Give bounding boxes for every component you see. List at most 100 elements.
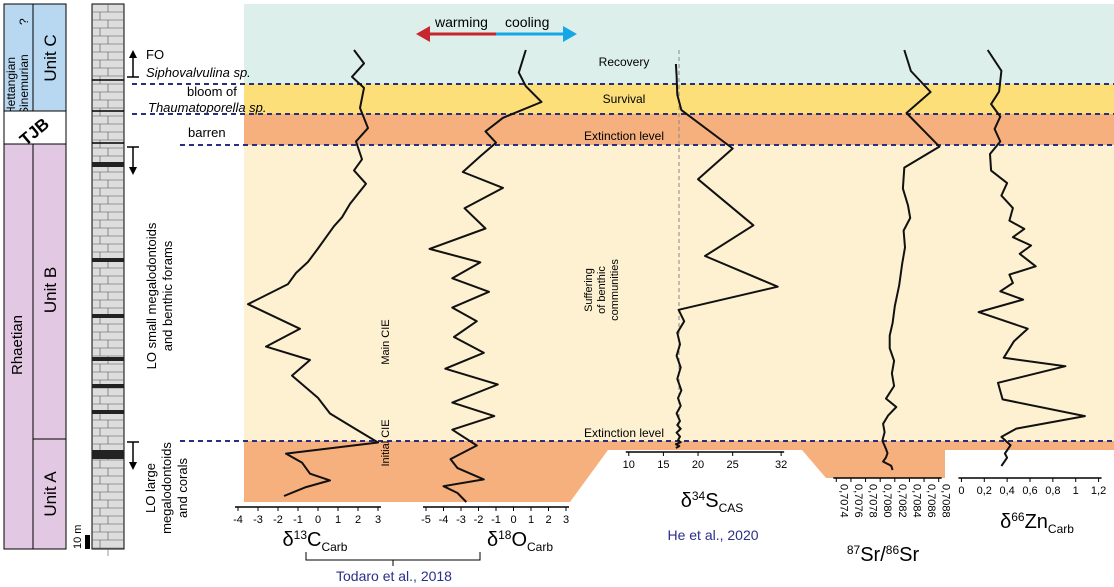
zn-title-sup: 66: [1011, 510, 1025, 524]
lithology-column: [91, 3, 125, 556]
d13c-axis-title: δ13CCarb: [283, 528, 348, 554]
lo-small-label: LO small megalodontoids: [144, 222, 159, 369]
suffering-label-3: communities: [609, 259, 621, 321]
zn-curve: [977, 49, 1086, 467]
sr-title-sup1: 87: [847, 543, 861, 557]
barren-label: barren: [188, 125, 226, 140]
d18o-tick-label: -5: [421, 514, 431, 526]
dark-bed: [92, 162, 124, 167]
fo-arrow-head: [129, 50, 137, 58]
d34s-tick-label: 32: [775, 459, 787, 471]
bloom-label: bloom of: [187, 84, 237, 99]
d13c-tick-label: -3: [253, 514, 263, 526]
unit-a-box: [32, 438, 67, 550]
unit-c-box: [32, 3, 67, 112]
event-annotations: FO Siphovalvulina sp. bloom of Thaumatop…: [127, 47, 267, 534]
unit-c-label: Unit C: [41, 34, 60, 81]
extinction-bottom-label: Extinction level: [584, 426, 664, 440]
warming-arrow-head: [416, 26, 430, 42]
zone-labels: Recovery Survival Extinction level Extin…: [380, 55, 664, 467]
dark-bed: [92, 384, 124, 388]
zn-tick-label: 0,2: [977, 485, 992, 497]
zn-tick-label: 1: [1073, 485, 1079, 497]
rhaetian-label: Rhaetian: [9, 315, 26, 375]
d18o-tick-label: -4: [439, 514, 449, 526]
d18o-tick-label: -1: [491, 514, 501, 526]
boundary-lines: [132, 83, 1114, 442]
d18o-tick-label: -3: [456, 514, 466, 526]
d18o-tick-label: 0: [510, 514, 516, 526]
sinemurian-label: Sinemurian: [17, 54, 31, 115]
d13c-curve: [247, 49, 379, 497]
zn-axis-title: δ66ZnCarb: [1000, 510, 1074, 536]
rhaetian-box: [3, 143, 34, 550]
lo-large-arrow-head: [129, 462, 137, 470]
suffering-zone: [244, 145, 1114, 441]
sr-axis-title: 87Sr/86Sr: [847, 543, 920, 566]
unit-b-box: [32, 143, 67, 440]
unit-a-label: Unit A: [41, 471, 60, 517]
d13c-tick-label: 0: [315, 514, 321, 526]
recovery-zone: [244, 4, 1114, 84]
sr-title-sup2: 86: [886, 543, 900, 557]
survival-label: Survival: [603, 92, 646, 106]
scale-label: 10 m: [72, 525, 84, 549]
warming-label: warming: [434, 14, 488, 30]
stage-uncertain-label: ?: [17, 18, 31, 25]
d13c-tick-label: 2: [355, 514, 361, 526]
bloom-species-label: Thaumatoporella sp.: [148, 100, 267, 115]
lo-large-label-3: and corals: [175, 458, 190, 518]
zn-tick-label: 0,6: [1022, 485, 1037, 497]
extinction-top-label: Extinction level: [584, 129, 664, 143]
sr-curve: [881, 49, 941, 471]
zn-title-el: Zn: [1025, 511, 1048, 533]
d13c-title-el: C: [307, 529, 321, 551]
d34s-tick-label: 15: [657, 459, 669, 471]
d18o-title-sub: Carb: [527, 540, 553, 554]
climate-arrows: warming cooling: [416, 14, 577, 42]
d13c-title-sub: Carb: [321, 540, 347, 554]
zn-tick-label: 1,2: [1091, 485, 1106, 497]
suffering-label-2: of benthic: [596, 266, 608, 314]
d18o-axis-title: δ18OCarb: [487, 528, 553, 554]
proxy-curves: [247, 49, 1086, 503]
fo-species-label: Siphovalvulina sp.: [146, 65, 251, 80]
suffering-label: Suffering: [583, 268, 595, 312]
d18o-tick-label: 3: [563, 514, 569, 526]
d18o-tick-label: 2: [545, 514, 551, 526]
dark-bed: [92, 410, 124, 414]
d34s-curve: [674, 63, 779, 449]
d34s-tick-label: 10: [623, 459, 635, 471]
zn-tick-label: 0,4: [999, 485, 1014, 497]
unit-b-label: Unit B: [41, 267, 60, 313]
d13c-tick-label: 1: [335, 514, 341, 526]
sr-title-el1: Sr/: [860, 544, 886, 566]
dark-bed: [92, 258, 124, 262]
lo-small-label-2: and benthic forams: [160, 240, 175, 351]
lo-large-label-2: megalodontoids: [159, 442, 174, 534]
he-citation: He et al., 2020: [667, 527, 758, 543]
hettangian-label: Hettangian: [4, 57, 18, 115]
dark-bed: [92, 450, 124, 459]
d13c-title-delta: δ: [283, 529, 294, 551]
cooling-arrow-head: [563, 26, 577, 42]
d18o-tick-label: -2: [474, 514, 484, 526]
sr-tick-label: 0,7082: [896, 484, 908, 518]
sr-tick-label: 0,7086: [925, 484, 937, 518]
main-cie-label: Main CIE: [380, 319, 392, 364]
dark-bed: [92, 314, 124, 318]
sr-tick-label: 0,7080: [881, 484, 893, 518]
stage-column: Hettangian Sinemurian ? TJB Rhaetian: [3, 3, 67, 550]
zn-title-delta: δ: [1000, 511, 1011, 533]
unit-column: Unit C Unit B Unit A: [32, 3, 67, 550]
fo-label: FO: [146, 47, 164, 62]
d13c-tick-label: -2: [273, 514, 283, 526]
d18o-title-sup: 18: [498, 528, 512, 542]
scale-bar-block: [85, 535, 90, 549]
sr-tick-label: 0,7076: [852, 484, 864, 518]
d18o-curve: [428, 49, 543, 503]
sr-title-el2: Sr: [899, 544, 919, 566]
d34s-title-el: S: [705, 490, 718, 512]
lo-large-label: LO large: [143, 463, 158, 513]
